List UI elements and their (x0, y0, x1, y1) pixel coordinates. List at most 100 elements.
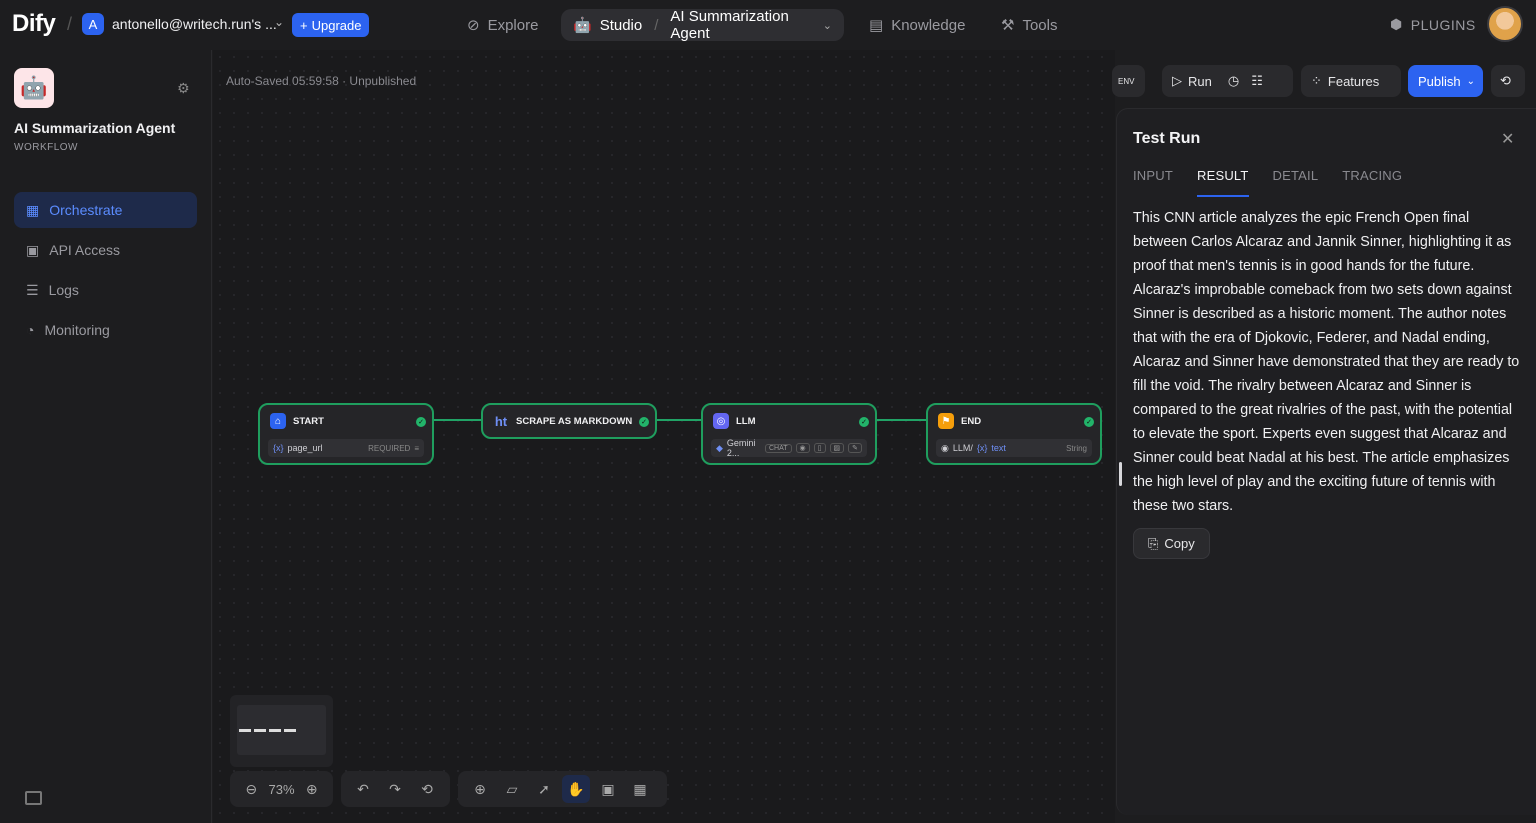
minimap-node (284, 729, 296, 732)
output-variable: text (991, 443, 1006, 453)
sidebar-item-label: API Access (49, 242, 121, 258)
sidebar-collapse-icon[interactable] (25, 791, 42, 805)
model-name: Gemini 2... (726, 438, 756, 458)
env-label: ENV (1118, 76, 1135, 86)
upgrade-button[interactable]: + Upgrade (292, 13, 370, 37)
organize-icon[interactable]: ▦ (633, 780, 647, 797)
sidebar-item-label: Logs (48, 282, 79, 298)
zoom-in-icon[interactable]: ⊕ (305, 780, 318, 797)
history-icon[interactable]: ⟲ (421, 780, 433, 797)
sidebar-item-logs[interactable]: ☰ Logs (14, 272, 197, 308)
undo-icon[interactable]: ↶ (357, 780, 369, 797)
image-icon: ▨ (829, 443, 845, 453)
sidebar-item-api-access[interactable]: ▣ API Access (14, 232, 197, 268)
version-history-button[interactable]: ⟲ (1491, 65, 1525, 97)
nav-tools[interactable]: ⚒ Tools (1001, 9, 1057, 41)
sidebar-item-orchestrate[interactable]: ▦ Orchestrate (14, 192, 197, 228)
node-title: END (961, 415, 982, 427)
node-llm[interactable]: ◎ LLM ✓ ◆ Gemini 2... CHAT ◉ ▯ ▨ ✎ (701, 403, 877, 465)
run-history-icon[interactable]: ◷ (1227, 73, 1240, 88)
gemini-icon: ◆ (716, 442, 723, 453)
zoom-level[interactable]: 73% (268, 781, 295, 797)
nav-explore-label: Explore (487, 16, 539, 34)
variable-icon: {x} (273, 443, 284, 453)
run-label[interactable]: Run (1188, 73, 1212, 89)
success-check-icon: ✓ (859, 417, 869, 427)
user-avatar[interactable] (1487, 6, 1523, 42)
nav-explore[interactable]: ⊘ Explore (467, 9, 538, 41)
upgrade-label: Upgrade (311, 17, 362, 33)
minimap[interactable] (230, 695, 333, 767)
eye-icon: ◉ (795, 443, 810, 453)
node-header: ht SCRAPE AS MARKDOWN (493, 413, 632, 429)
node-end[interactable]: ⚑ END ✓ ◉ LLM/ {x} text String (926, 403, 1102, 465)
zoom-out-icon[interactable]: ⊖ (245, 780, 258, 797)
output-type: String (1066, 443, 1087, 453)
publish-button[interactable]: Publish ⌄ (1408, 65, 1483, 97)
add-node-icon[interactable]: ⊕ (474, 780, 486, 797)
node-model-row: ◆ Gemini 2... CHAT ◉ ▯ ▨ ✎ (711, 438, 867, 458)
node-variable-row: {x} page_url REQUIRED ≡ (268, 439, 424, 457)
chevron-down-icon[interactable]: ⌄ (274, 15, 285, 29)
export-image-icon[interactable]: ▣ (601, 780, 615, 797)
tab-input[interactable]: INPUT (1133, 168, 1173, 183)
required-badge: REQUIRED (368, 443, 411, 453)
redo-icon[interactable]: ↷ (389, 780, 401, 797)
book-icon: ▤ (869, 17, 884, 34)
canvas-tools: ⊕ ▱ ➚ ✋ ▣ ▦ (458, 771, 667, 807)
features-button[interactable]: ⁘ Features (1301, 65, 1401, 97)
menu-icon: ≡ (414, 443, 419, 453)
plus-icon: + (300, 17, 308, 33)
nav-knowledge-label: Knowledge (891, 16, 966, 34)
node-start[interactable]: ⌂ START ✓ {x} page_url REQUIRED ≡ (258, 403, 434, 465)
checklist-icon[interactable]: ☷ (1251, 73, 1263, 88)
plugins-button[interactable]: ⬢ PLUGINS (1390, 16, 1476, 33)
panel-resize-handle[interactable] (1119, 462, 1122, 486)
chevron-down-icon: ⌄ (1466, 75, 1476, 87)
play-icon[interactable]: ▷ (1172, 73, 1182, 88)
cube-icon: ⬢ (1390, 16, 1403, 32)
tab-tracing[interactable]: TRACING (1342, 168, 1403, 183)
sidebar: 🤖 ⚙ AI Summarization Agent WORKFLOW ▦ Or… (0, 50, 212, 823)
pointer-icon[interactable]: ➚ (538, 780, 550, 797)
sidebar-item-label: Orchestrate (49, 202, 123, 218)
node-header: ⚑ END (938, 413, 981, 429)
current-app-name[interactable]: AI Summarization Agent (670, 8, 789, 42)
brightdata-icon: ht (494, 413, 508, 429)
home-icon: ⌂ (270, 413, 286, 429)
close-icon[interactable]: ✕ (1501, 131, 1515, 148)
node-scrape-as-markdown[interactable]: ht SCRAPE AS MARKDOWN ✓ (481, 403, 657, 439)
sliders-icon[interactable]: ⚙ (177, 80, 190, 96)
note-icon[interactable]: ▱ (506, 780, 518, 797)
node-header: ⌂ START (270, 413, 324, 429)
chevron-down-icon[interactable]: ⌄ (822, 19, 832, 32)
sidebar-app-type: WORKFLOW (14, 142, 78, 153)
llm-source-icon: ◉ (941, 442, 949, 453)
copy-label: Copy (1164, 536, 1195, 551)
success-check-icon: ✓ (639, 417, 649, 427)
autosave-status: Auto-Saved 05:59:58 · Unpublished (226, 74, 417, 88)
env-button[interactable]: ENV (1112, 65, 1145, 97)
hand-icon[interactable]: ✋ (562, 775, 590, 803)
tab-detail[interactable]: DETAIL (1272, 168, 1319, 183)
features-label: Features (1327, 73, 1380, 89)
minimap-viewport[interactable] (237, 705, 326, 755)
file-icon: ▯ (813, 443, 826, 453)
grid-icon: ⁘ (1311, 73, 1322, 88)
tab-result[interactable]: RESULT (1197, 168, 1249, 197)
zoom-controls: ⊖ 73% ⊕ (230, 771, 333, 807)
dify-logo[interactable]: Dify (12, 10, 56, 37)
copy-button[interactable]: ⎘ Copy (1133, 528, 1210, 559)
breadcrumb-separator: / (67, 14, 73, 34)
node-header: ◎ LLM (713, 413, 756, 429)
nav-knowledge[interactable]: ▤ Knowledge (869, 9, 965, 41)
sidebar-app-name: AI Summarization Agent (14, 120, 176, 136)
document-icon: ☰ (26, 281, 39, 298)
workspace-name[interactable]: antonello@writech.run's ... (112, 16, 277, 32)
success-check-icon: ✓ (1084, 417, 1094, 427)
sidebar-item-monitoring[interactable]: ◔ Monitoring (14, 312, 197, 348)
workspace-avatar[interactable]: A (82, 13, 104, 35)
hammer-icon: ⚒ (1001, 17, 1015, 34)
nav-studio[interactable]: 🤖 Studio / AI Summarization Agent ⌄ (561, 8, 844, 42)
wrench-icon: ✎ (848, 443, 862, 453)
